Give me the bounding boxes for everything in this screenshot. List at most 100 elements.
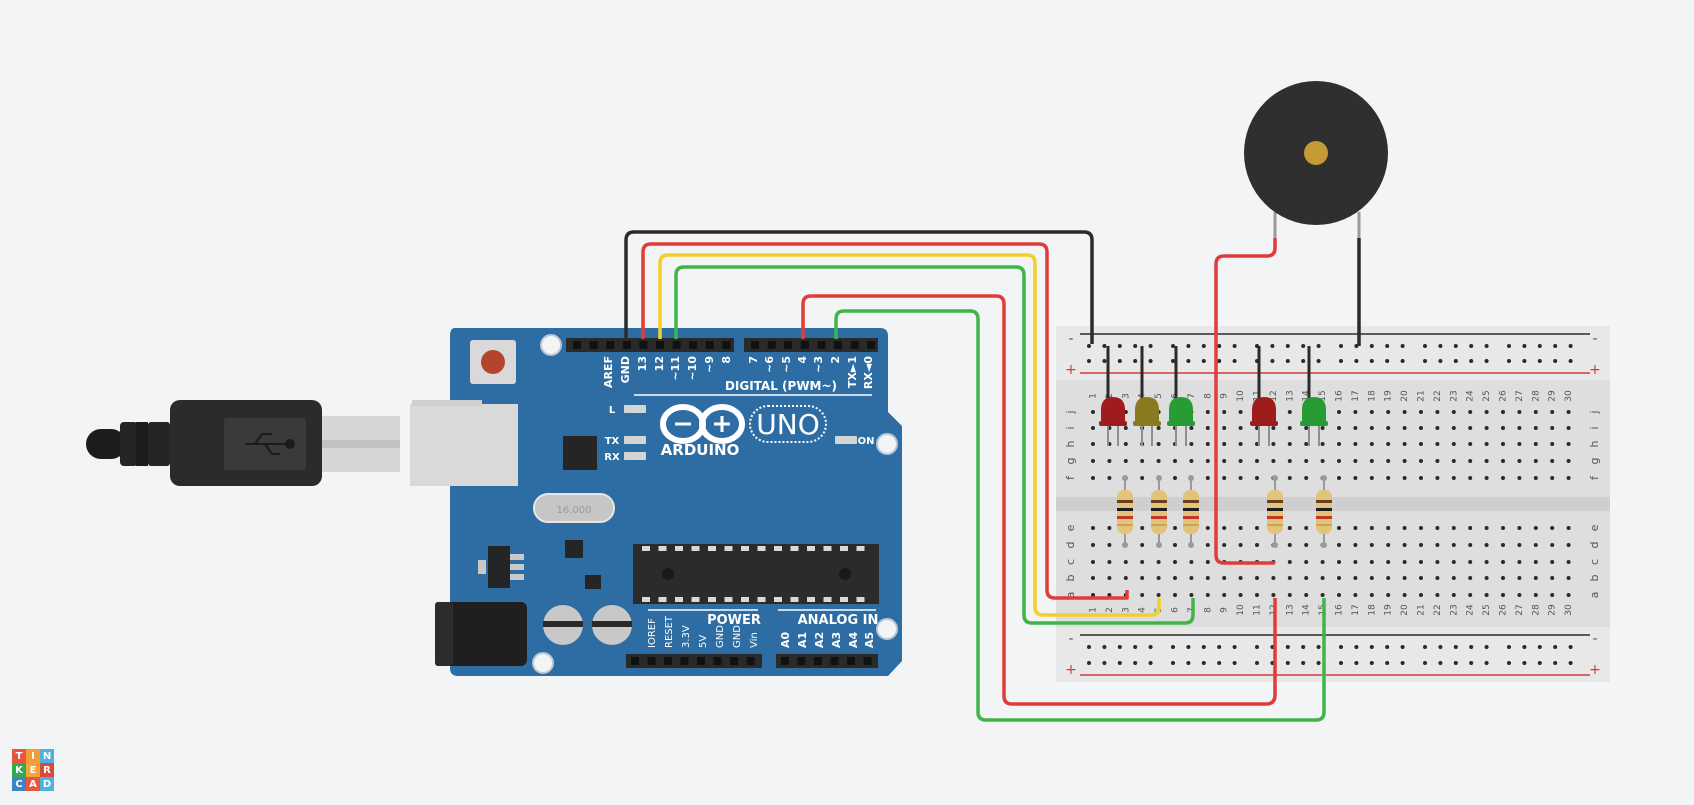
power-pin-label: GND (732, 625, 743, 648)
crystal-label: 16.000 (557, 505, 592, 516)
header-socket[interactable] (784, 341, 793, 349)
header-socket[interactable] (639, 341, 648, 349)
header-socket[interactable] (814, 657, 822, 665)
usb-cable[interactable] (86, 400, 400, 486)
row-label: i (1588, 426, 1601, 429)
row-label: f (1588, 475, 1601, 480)
analog-pin-label: A2 (813, 632, 826, 648)
header-socket[interactable] (680, 657, 689, 665)
led-green[interactable] (1300, 346, 1328, 446)
column-label: 21 (1417, 604, 1427, 615)
column-label: 17 (1351, 390, 1361, 401)
piezo-buzzer[interactable] (1244, 81, 1388, 240)
header-socket[interactable] (713, 657, 722, 665)
column-label: 24 (1466, 390, 1476, 402)
wire-red-pin13[interactable] (641, 242, 1129, 600)
reset-button[interactable] (470, 340, 516, 384)
power-pin-label: 5V (698, 635, 709, 648)
header-socket[interactable] (606, 341, 615, 349)
analog-pin-label: A5 (863, 632, 876, 648)
digital-pin-label: ~6 (763, 356, 776, 373)
arduino-uno-board[interactable]: 16.000 L TX RX ON (410, 328, 902, 676)
led-red[interactable] (1099, 346, 1127, 446)
column-label: 24 (1466, 604, 1476, 616)
breadboard[interactable]: - - + + - - + + 112233445566778899101011… (1056, 326, 1610, 682)
capacitor (592, 605, 632, 645)
resistor[interactable] (1267, 475, 1283, 548)
l-label: L (609, 405, 616, 416)
arduino-infinity-logo (660, 404, 745, 444)
usb-port (410, 404, 518, 486)
header-socket[interactable] (850, 341, 859, 349)
header-socket[interactable] (573, 341, 581, 349)
column-label: 27 (1515, 390, 1525, 401)
smd-chip (565, 540, 583, 558)
rx-label: RX (604, 452, 620, 463)
resistor[interactable] (1117, 475, 1133, 548)
column-label: 14 (1302, 604, 1312, 616)
resistor[interactable] (1316, 475, 1332, 548)
column-label: 10 (1236, 604, 1246, 616)
rail-minus-label: - (1068, 331, 1073, 347)
brand-label: ARDUINO (661, 441, 740, 459)
column-label: 2 (1105, 393, 1115, 399)
capacitor (543, 605, 583, 645)
header-socket[interactable] (800, 341, 809, 349)
header-socket[interactable] (631, 657, 639, 665)
led-yellow[interactable] (1133, 346, 1161, 446)
column-label: 7 (1187, 393, 1197, 399)
column-label: 3 (1121, 607, 1131, 613)
wire-green-pin2[interactable] (834, 309, 1326, 722)
column-label: 1 (1089, 393, 1099, 399)
column-label: 1 (1089, 607, 1099, 613)
column-label: 20 (1400, 390, 1410, 402)
column-label: 30 (1564, 390, 1574, 402)
logo-letter: C (12, 777, 26, 791)
header-socket[interactable] (697, 657, 705, 665)
led-green[interactable] (1167, 346, 1195, 446)
wire-yellow-pin12[interactable] (658, 253, 1161, 617)
column-label: 14 (1302, 390, 1312, 402)
wire-black-gnd[interactable] (624, 230, 1094, 344)
header-socket[interactable] (834, 341, 842, 349)
column-label: 13 (1285, 604, 1295, 615)
header-socket[interactable] (672, 341, 681, 349)
header-socket[interactable] (589, 341, 598, 349)
wire-red-buzzer[interactable] (1214, 238, 1277, 565)
wire-green-pin11[interactable] (674, 265, 1195, 625)
rail-plus-label: + (1065, 662, 1077, 678)
wire-red-pin4[interactable] (801, 294, 1277, 706)
power-label: POWER (707, 613, 761, 628)
header-socket[interactable] (689, 341, 698, 349)
header-socket[interactable] (705, 341, 714, 349)
usb-chip (563, 436, 597, 470)
l-led: L (609, 405, 646, 416)
led-red[interactable] (1250, 346, 1278, 446)
row-label: h (1588, 440, 1601, 447)
resistor[interactable] (1183, 475, 1199, 548)
header-socket[interactable] (647, 657, 656, 665)
header-socket[interactable] (767, 341, 776, 349)
column-label: 28 (1531, 390, 1541, 402)
header-socket[interactable] (867, 341, 876, 349)
header-socket[interactable] (664, 657, 672, 665)
header-socket[interactable] (863, 657, 872, 665)
row-label: c (1064, 559, 1077, 565)
digital-label: DIGITAL (PWM~) (725, 379, 837, 393)
header-socket[interactable] (730, 657, 738, 665)
header-socket[interactable] (817, 341, 826, 349)
header-socket[interactable] (830, 657, 839, 665)
header-socket[interactable] (797, 657, 806, 665)
row-label: j (1588, 410, 1601, 414)
column-label: 8 (1203, 607, 1213, 613)
header-socket[interactable] (847, 657, 855, 665)
header-socket[interactable] (746, 657, 755, 665)
header-socket[interactable] (722, 341, 731, 349)
header-socket[interactable] (656, 341, 664, 349)
resistor[interactable] (1151, 475, 1167, 548)
row-label: j (1064, 410, 1077, 414)
header-socket[interactable] (622, 341, 631, 349)
digital-pin-label: GND (619, 356, 632, 383)
header-socket[interactable] (781, 657, 789, 665)
header-socket[interactable] (751, 341, 759, 349)
